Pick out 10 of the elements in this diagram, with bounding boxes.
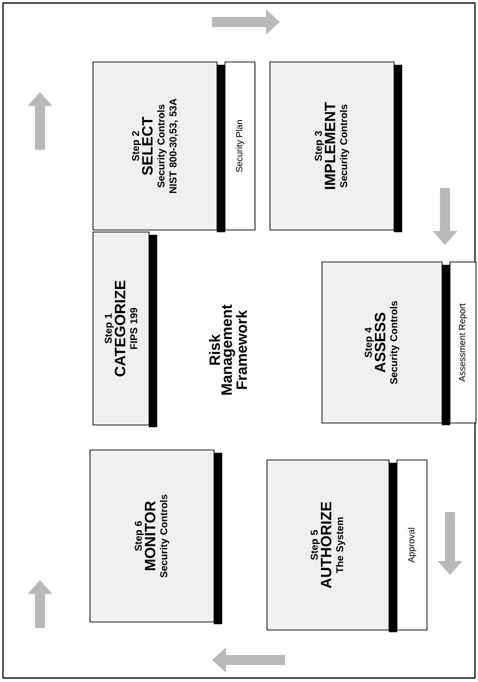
output-label: Assessment Report: [450, 262, 476, 424]
step-box: Step 1 CATEGORIZE FIPS 199: [92, 232, 158, 428]
step-box: Step 4 ASSESS Security Controls: [322, 262, 450, 426]
output-label: Approval: [396, 460, 428, 630]
step-box: Step 2 SELECT Security Controls NIST 800-30,53, 53A: [92, 62, 226, 232]
output-label: Security Plan: [224, 62, 256, 230]
step-box: Step 5 AUTHORIZE The System: [266, 460, 398, 632]
step-box: Step 3 IMPLEMENT Security Controls: [270, 62, 402, 232]
step-box: Step 6 MONITOR Security Controls: [90, 450, 222, 624]
center-title: Risk Management Framework: [209, 304, 247, 395]
